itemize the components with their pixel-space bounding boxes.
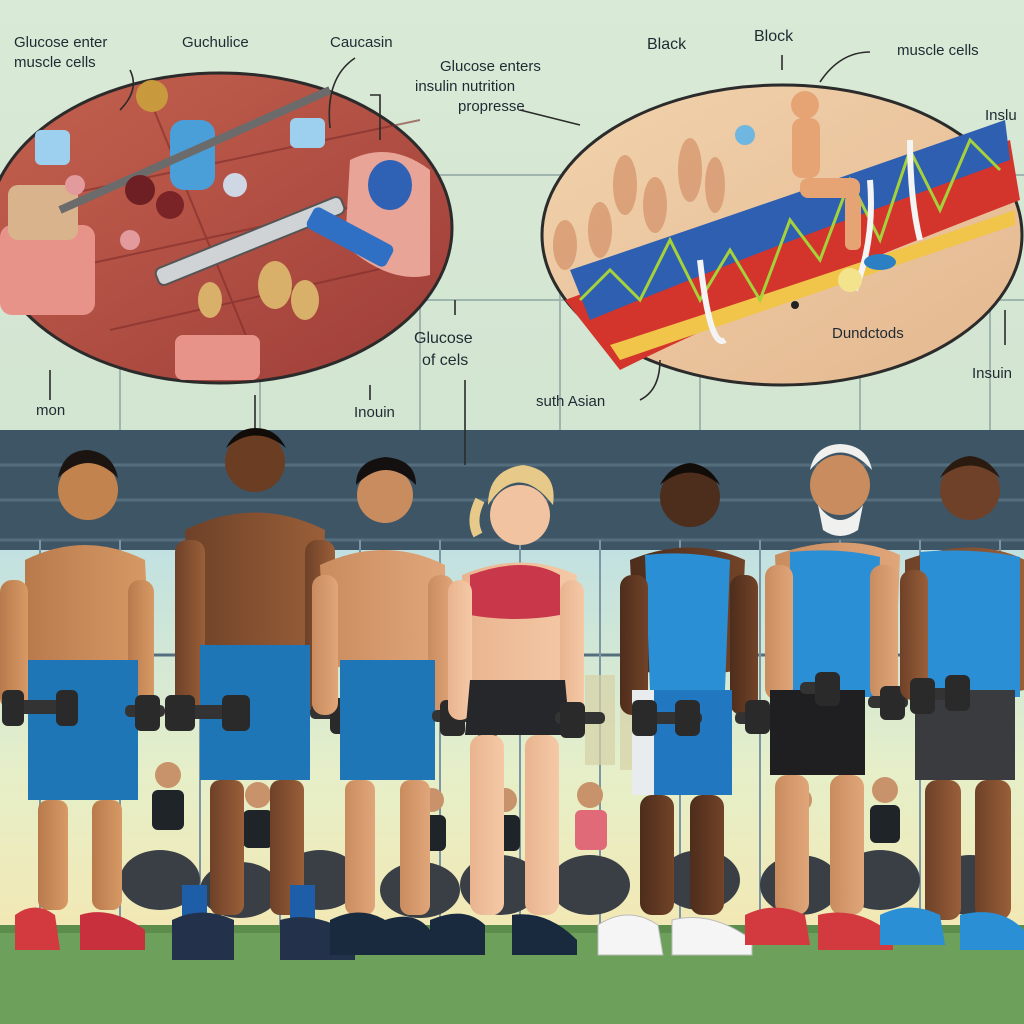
label-propresse: propresse xyxy=(458,98,525,115)
athlete-5-tank-top xyxy=(645,553,730,690)
athlete-4-sports-bra xyxy=(470,565,560,619)
syringe-icon xyxy=(154,196,394,286)
athlete-figure-7 xyxy=(880,456,1024,950)
label-glucose-enters: Glucose enters xyxy=(440,58,541,75)
label-caucasin: Caucasin xyxy=(330,34,393,51)
athlete-figure-6 xyxy=(745,444,908,950)
athlete-1-shorts xyxy=(28,660,138,800)
dumbbell-icon xyxy=(632,700,770,736)
dumbbell-icon xyxy=(555,702,605,738)
seated-athlete-icon xyxy=(791,91,896,270)
label-insulin-nutrition: insulin nutrition xyxy=(415,78,516,95)
barbell-rod-icon xyxy=(58,86,332,214)
label-block: Block xyxy=(754,28,794,45)
athlete-figure-5 xyxy=(597,463,770,956)
label-dundctods: Dundctods xyxy=(832,325,904,342)
athlete-figure-3 xyxy=(312,457,500,955)
athlete-3-shorts xyxy=(340,660,435,780)
label-mon: mon xyxy=(36,402,66,419)
athlete-figure-1 xyxy=(0,450,165,950)
athlete-7-shorts xyxy=(915,690,1015,780)
label-of-cells: of cels xyxy=(422,352,469,369)
leader-lines xyxy=(49,51,1006,465)
label-glucose-enter: Glucose enter xyxy=(14,34,108,51)
left-callout-bubble xyxy=(0,71,454,385)
athlete-6-shorts xyxy=(770,690,865,775)
label-guchulice: Guchulice xyxy=(182,34,249,51)
athlete-7-tank-top xyxy=(920,550,1020,697)
label-muscle-cells-right: muscle cells xyxy=(897,42,979,59)
athlete-6-tank-top xyxy=(790,550,880,697)
label-inslu: Inslu xyxy=(985,107,1017,124)
dumbbell-icon xyxy=(2,690,165,731)
label-inouin: Inouin xyxy=(354,404,395,421)
athlete-4-shorts xyxy=(465,680,570,735)
tissue-roll-icon xyxy=(8,185,78,240)
athlete-figure-4 xyxy=(430,465,605,955)
glucose-molecule-icon xyxy=(136,80,168,112)
insulin-cell-icon xyxy=(368,160,412,210)
tissue-block-icon xyxy=(0,225,95,315)
label-black: Black xyxy=(647,36,687,53)
right-callout-bubble xyxy=(540,83,1024,387)
glucose-signal-line xyxy=(578,137,1002,304)
dumbbell-icon xyxy=(910,675,970,714)
athlete-2-shorts xyxy=(200,645,310,780)
label-glucose: Glucose xyxy=(414,330,473,347)
label-muscle-cells: muscle cells xyxy=(14,54,96,71)
label-south-asian: suth Asian xyxy=(536,393,606,410)
label-insuin: Insuin xyxy=(972,365,1013,382)
dumbbell-icon xyxy=(800,672,908,720)
